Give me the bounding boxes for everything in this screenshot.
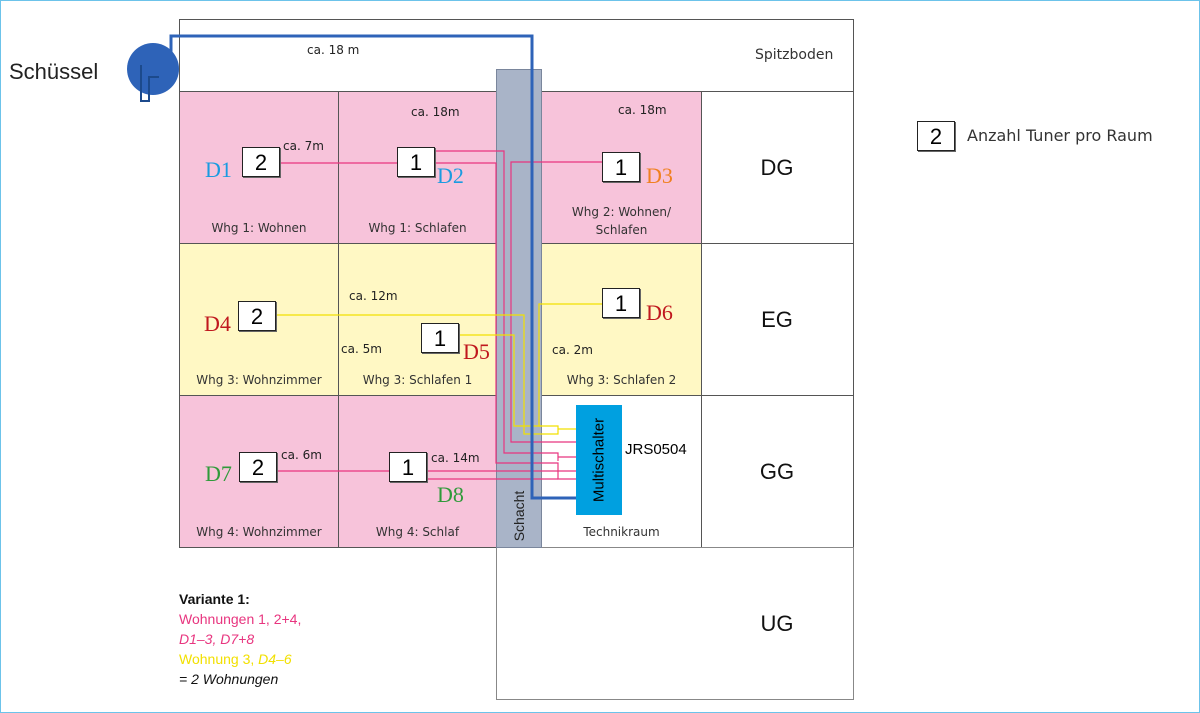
length-d8: ca. 14m (431, 451, 480, 465)
multiswitch-label: Multischalter (590, 417, 608, 503)
variant-note: Variante 1: Wohnungen 1, 2+4, D1–3, D7+8… (179, 589, 301, 689)
room-label: Whg 1: Wohnen (211, 221, 307, 235)
outlet-label-d8: D8 (437, 482, 464, 507)
variant-title: Variante 1: (179, 591, 250, 607)
room-label: Whg 4: Schlaf (375, 525, 460, 539)
floor-label-dg: DG (760, 155, 794, 180)
tuner-box-d7: 2 (239, 452, 277, 482)
cable-d6 (538, 303, 602, 435)
outlet-label-d1: D1 (205, 157, 232, 182)
tuner-box-d8: 1 (389, 452, 427, 482)
room-d6: Whg 3: Schlafen 2 (541, 243, 702, 396)
legend-tuner-box: 2 (917, 121, 955, 151)
tuner-box-d3: 1 (602, 152, 640, 182)
multiswitch-model: JRS0504 (625, 441, 687, 458)
length-d2: ca. 18m (411, 105, 460, 119)
length-d7: ca. 6m (281, 448, 322, 462)
room-label: Whg 3: Schlafen 1 (362, 373, 473, 387)
floor-label-gg: GG (759, 459, 795, 484)
tuner-box-d2: 1 (397, 147, 435, 177)
dish-icon (127, 43, 179, 102)
variant-line-3-italic: D4–6 (258, 651, 292, 667)
floor-ug (496, 547, 854, 700)
cable-d4 (277, 314, 542, 435)
tuner-box-d4: 2 (238, 301, 276, 331)
dish-cable (169, 34, 576, 500)
cable-d2 (436, 150, 559, 461)
variant-line-1: Wohnungen 1, 2+4, (179, 611, 302, 627)
dish-cable-length: ca. 18 m (307, 43, 360, 57)
variant-line-2: D1–3, D7+8 (179, 631, 255, 647)
variant-line-4: = 2 Wohnungen (179, 671, 279, 687)
cable-d3 (510, 161, 602, 443)
length-d6: ca. 2m (552, 343, 593, 357)
room-d5: Whg 3: Schlafen 1 (338, 243, 497, 396)
cable-d5 (460, 334, 542, 427)
floor-eg (701, 243, 854, 396)
room-label: Whg 2: Wohnen/ (571, 205, 672, 219)
outlet-label-d5: D5 (463, 339, 490, 364)
room-label: Whg 3: Schlafen 2 (566, 373, 677, 387)
tuner-box-d5: 1 (421, 323, 459, 353)
room-label-2: Schlafen (595, 223, 648, 237)
dish-label: Schüssel (9, 59, 99, 84)
cable-d1 (281, 162, 576, 472)
length-d3: ca. 18m (618, 103, 667, 117)
room-label: Whg 1: Schlafen (368, 221, 467, 235)
room-label: Whg 4: Wohnzimmer (196, 525, 322, 539)
outlet-label-d4: D4 (204, 311, 231, 336)
room-d1: Whg 1: Wohnen (179, 91, 339, 244)
tuner-box-d6: 1 (602, 288, 640, 318)
length-d4: ca. 12m (349, 289, 398, 303)
floor-gg (701, 395, 854, 548)
floor-label-eg: EG (761, 307, 793, 332)
outlet-label-d3: D3 (646, 163, 673, 188)
outlet-label-d6: D6 (646, 300, 673, 325)
multiswitch: Multischalter (576, 405, 622, 515)
variant-line-3: Wohnung 3, (179, 651, 259, 667)
room-label: Whg 3: Wohnzimmer (196, 373, 322, 387)
outlet-label-d2: D2 (437, 163, 464, 188)
length-d5: ca. 5m (341, 342, 382, 356)
legend-text: Anzahl Tuner pro Raum (967, 126, 1153, 145)
tuner-box-d1: 2 (242, 147, 280, 177)
floor-label-ug: UG (760, 611, 794, 636)
floor-dg (701, 91, 854, 244)
outlet-label-d7: D7 (205, 461, 232, 486)
length-d1: ca. 7m (283, 139, 324, 153)
floor-label-attic: Spitzboden (755, 47, 834, 63)
tech-room-label: Technikraum (583, 525, 660, 539)
